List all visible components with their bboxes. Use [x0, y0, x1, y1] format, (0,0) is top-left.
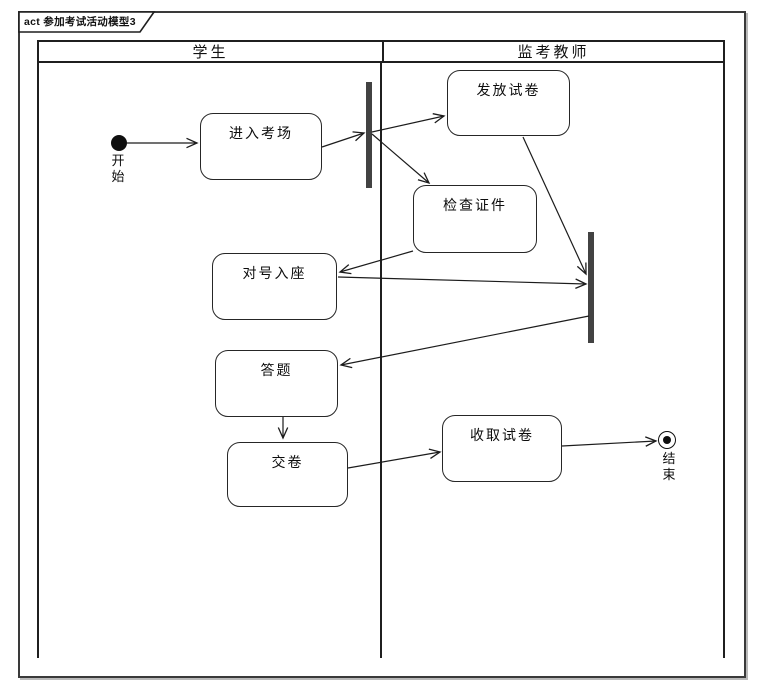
activity-enter-room[interactable]: 进入考场	[200, 113, 322, 180]
activity-distribute-papers[interactable]: 发放试卷	[447, 70, 570, 136]
activity-label: 收取试卷	[470, 429, 534, 444]
activity-answer-questions[interactable]: 答题	[215, 350, 338, 417]
start-node[interactable]	[111, 135, 127, 151]
join-bar[interactable]	[588, 232, 594, 343]
activity-collect-papers[interactable]: 收取试卷	[442, 415, 562, 482]
lane-header-student[interactable]: 学生	[39, 42, 384, 61]
start-label: 开始	[111, 153, 125, 184]
swimlane-header: 学生 监考教师	[37, 40, 725, 63]
frame-title: act 参加考试活动模型3	[24, 16, 136, 28]
lane-header-invigilator[interactable]: 监考教师	[517, 45, 590, 61]
fork-bar[interactable]	[366, 82, 372, 188]
activity-label: 答题	[260, 364, 293, 379]
activity-label: 发放试卷	[476, 84, 541, 99]
lane-divider	[380, 63, 382, 658]
activity-submit-paper[interactable]: 交卷	[227, 442, 348, 507]
activity-take-seat[interactable]: 对号入座	[212, 253, 337, 320]
activity-label: 交卷	[271, 456, 304, 471]
diagram-frame	[18, 11, 746, 678]
lane-left-border	[37, 63, 39, 658]
activity-check-id[interactable]: 检查证件	[413, 185, 537, 253]
end-label: 结束	[662, 451, 676, 482]
final-node-dot	[662, 435, 672, 445]
activity-final-node[interactable]	[658, 431, 676, 449]
activity-label: 对号入座	[242, 267, 307, 282]
activity-label: 进入考场	[229, 127, 293, 142]
lane-right-border	[723, 63, 725, 658]
activity-label: 检查证件	[443, 199, 507, 214]
frame-title-tab[interactable]	[18, 11, 160, 34]
